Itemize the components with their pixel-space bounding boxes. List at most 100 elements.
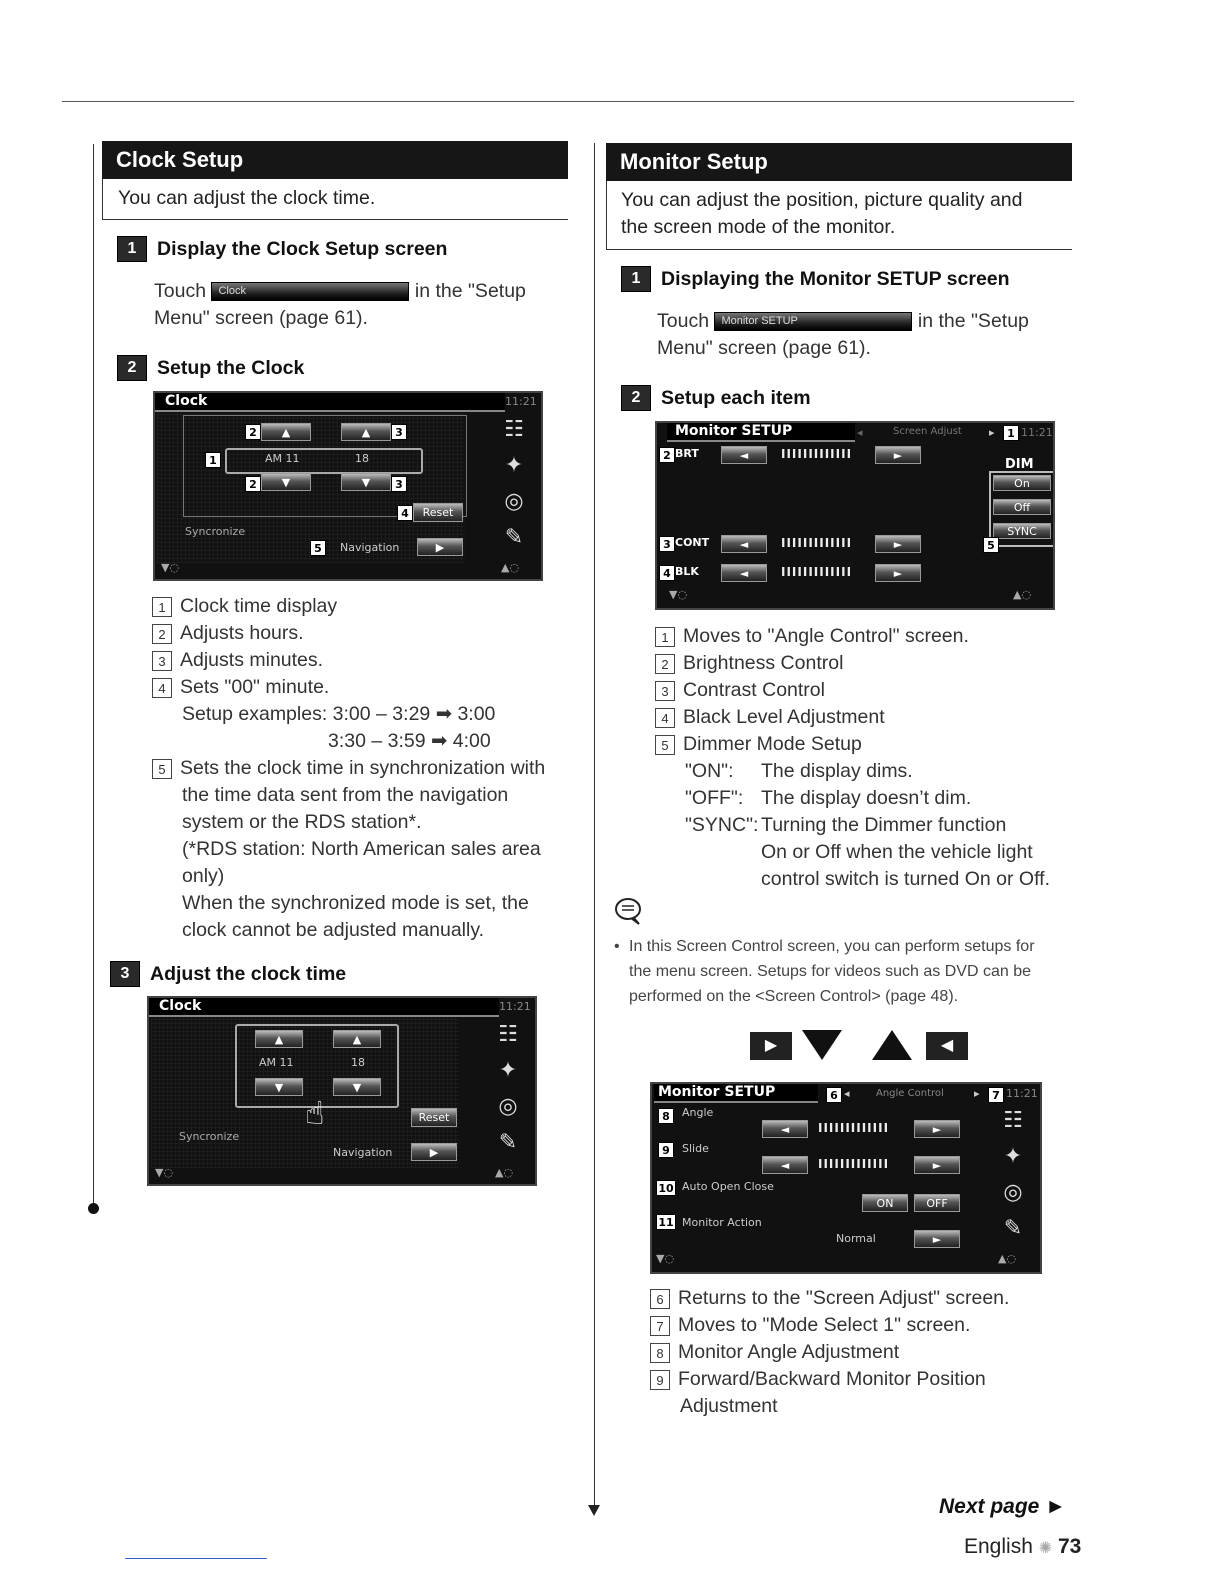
clock-setup-section: Clock Setup You can adjust the clock tim… <box>102 141 568 220</box>
monitor-step1-heading: 1 Displaying the Monitor SETUP screen <box>621 266 1010 292</box>
audio-eq-icon[interactable]: ☷ <box>1003 1108 1023 1133</box>
forward-arrow-icon[interactable]: ▲◌ <box>1013 588 1032 601</box>
audio-eq-icon[interactable]: ☷ <box>504 417 524 442</box>
blk-up-button[interactable]: ► <box>875 564 921 582</box>
back-arrow-icon[interactable]: ▼◌ <box>161 561 180 574</box>
screen-time: 11:21 <box>1021 426 1053 439</box>
brt-up-button[interactable]: ► <box>875 446 921 464</box>
setup-examples: Setup examples: 3:00 – 3:29 ➡ 3:00 <box>182 703 496 725</box>
clock-step2-heading: 2 Setup the Clock <box>117 355 304 381</box>
screen-icon[interactable]: ◎ <box>498 1094 518 1119</box>
nav-sync-button[interactable]: ▶ <box>411 1143 457 1161</box>
page-footer: English ✺ 73 <box>964 1535 1081 1559</box>
monitor-intro: You can adjust the position, picture qua… <box>621 189 1023 238</box>
setup-tool-icon[interactable]: ✎ <box>1003 1216 1023 1241</box>
screen-nav-label: Screen Adjust <box>893 426 962 437</box>
step-number: 2 <box>117 355 147 381</box>
gear-icon: ✺ <box>1038 1540 1053 1557</box>
prev-screen-arrow-icon[interactable]: ◂ <box>844 1087 850 1100</box>
sync-label: Syncronize <box>185 525 246 538</box>
hour-up-button[interactable]: ▲ <box>261 423 311 441</box>
minute-up-button[interactable]: ▲ <box>341 423 391 441</box>
angle-down-button[interactable]: ◄ <box>762 1120 808 1138</box>
clock-step3-heading: 3 Adjust the clock time <box>110 961 346 987</box>
brt-down-button[interactable]: ◄ <box>721 446 767 464</box>
next-screen-arrow-icon[interactable]: ▸ <box>989 426 995 439</box>
slide-up-button[interactable]: ► <box>914 1156 960 1174</box>
screen-time: 11:21 <box>505 395 537 408</box>
back-arrow-icon[interactable]: ▼◌ <box>155 1166 174 1179</box>
setup-tool-icon[interactable]: ✎ <box>504 525 524 550</box>
blk-down-button[interactable]: ◄ <box>721 564 767 582</box>
back-arrow-icon[interactable]: ▼◌ <box>656 1252 675 1265</box>
screen-icon[interactable]: ◎ <box>504 489 524 514</box>
next-screen-arrow-icon[interactable]: ▸ <box>974 1087 980 1100</box>
bright-icon[interactable]: ✦ <box>1003 1144 1023 1169</box>
right-button-icon: ▶ <box>750 1032 792 1060</box>
forward-arrow-icon[interactable]: ▲◌ <box>501 561 520 574</box>
reset-button[interactable]: Reset <box>411 1108 457 1127</box>
step-number: 1 <box>117 236 147 262</box>
up-arrow-icon <box>872 1030 912 1060</box>
minute-value: 18 <box>355 452 369 465</box>
hour-down-button[interactable]: ▼ <box>261 473 311 491</box>
continue-arrow-icon <box>588 1505 600 1516</box>
forward-arrow-icon[interactable]: ▲◌ <box>998 1252 1017 1265</box>
monitor-setup-section: Monitor Setup You can adjust the positio… <box>606 143 1072 250</box>
clock-step1-heading: 1 Display the Clock Setup screen <box>117 236 447 262</box>
dim-sync-button[interactable]: SYNC <box>993 523 1051 539</box>
forward-arrow-icon[interactable]: ▲◌ <box>495 1166 514 1179</box>
bright-icon[interactable]: ✦ <box>504 453 524 478</box>
nav-sync-button[interactable]: ▶ <box>417 538 463 556</box>
minute-up-button[interactable]: ▲ <box>333 1030 381 1048</box>
reset-button[interactable]: Reset <box>413 503 463 522</box>
monitor-setup-button[interactable]: Monitor SETUP <box>714 312 913 332</box>
dim-on-button[interactable]: On <box>993 475 1051 491</box>
brt-label: BRT <box>675 447 699 460</box>
dimmer-off-row: "OFF":The display doesn’t dim. <box>685 787 972 809</box>
hour-up-button[interactable]: ▲ <box>255 1030 303 1048</box>
next-page-link[interactable]: Next page ► <box>939 1495 1067 1518</box>
clock-button[interactable]: Clock <box>211 282 410 302</box>
play-arrow-icon: ► <box>1045 1495 1067 1518</box>
minute-down-button[interactable]: ▼ <box>341 473 391 491</box>
back-arrow-icon[interactable]: ▼◌ <box>669 588 688 601</box>
audio-eq-icon[interactable]: ☷ <box>498 1022 518 1047</box>
note-icon <box>613 896 647 926</box>
monitor-action-button[interactable]: ► <box>914 1230 960 1248</box>
screen-time: 11:21 <box>499 1000 531 1013</box>
minute-down-button[interactable]: ▼ <box>333 1078 381 1096</box>
monitor-action-label: Monitor Action <box>682 1216 762 1229</box>
auto-on-button[interactable]: ON <box>862 1194 908 1212</box>
dim-label: DIM <box>1005 457 1034 472</box>
slide-down-button[interactable]: ◄ <box>762 1156 808 1174</box>
sync-label: Syncronize <box>179 1130 240 1143</box>
cont-down-button[interactable]: ◄ <box>721 535 767 553</box>
clock-adjust-box <box>183 415 467 517</box>
dimmer-sync-row: "SYNC":Turning the Dimmer function <box>685 814 1007 836</box>
hour-down-button[interactable]: ▼ <box>255 1078 303 1096</box>
minute-value: 18 <box>351 1056 365 1069</box>
screen-icon[interactable]: ◎ <box>1003 1180 1023 1205</box>
arrow-right-icon: ➡ <box>431 730 448 752</box>
bright-icon[interactable]: ✦ <box>498 1058 518 1083</box>
cont-up-button[interactable]: ► <box>875 535 921 553</box>
dim-options-box <box>989 471 1053 547</box>
angle-up-button[interactable]: ► <box>914 1120 960 1138</box>
clock-setup-title: Clock Setup <box>102 141 568 179</box>
screen-transition-arrows: ▶ ◀ <box>750 1030 970 1062</box>
auto-off-button[interactable]: OFF <box>914 1194 960 1212</box>
monitor-setup-title: Monitor Setup <box>606 143 1072 181</box>
monitor-step1-text: Touch Monitor SETUP in the "Setup Menu" … <box>657 310 1029 359</box>
setup-tool-icon[interactable]: ✎ <box>498 1130 518 1155</box>
dim-off-button[interactable]: Off <box>993 499 1051 515</box>
